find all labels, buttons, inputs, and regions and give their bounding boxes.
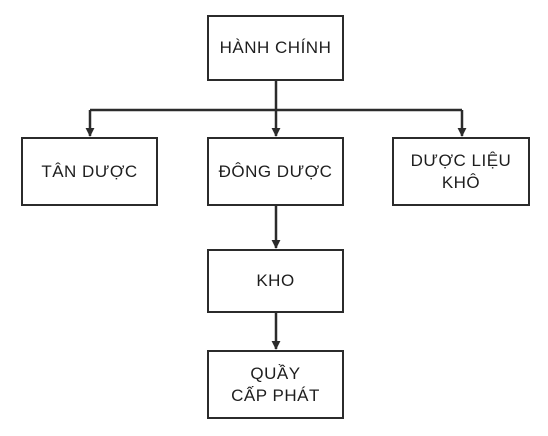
node-duoc-lieu-kho: DƯỢC LIỆU KHÔ bbox=[392, 137, 530, 206]
node-hanh-chinh-line-1: HÀNH CHÍNH bbox=[219, 38, 332, 58]
node-quay-cap-phat-label: QUẦY CẤP PHÁT bbox=[231, 363, 320, 406]
node-dong-duoc: ĐÔNG DƯỢC bbox=[207, 137, 344, 206]
node-duoc-lieu-kho-line-1: DƯỢC LIỆU bbox=[410, 151, 512, 171]
node-kho-label: KHO bbox=[256, 270, 294, 291]
node-tan-duoc: TÂN DƯỢC bbox=[21, 137, 158, 206]
node-tan-duoc-label: TÂN DƯỢC bbox=[41, 161, 137, 182]
node-kho: KHO bbox=[207, 249, 344, 313]
node-hanh-chinh-label: HÀNH CHÍNH bbox=[220, 37, 332, 58]
node-quay-cap-phat: QUẦY CẤP PHÁT bbox=[207, 350, 344, 419]
node-duoc-lieu-kho-label: DƯỢC LIỆU KHÔ bbox=[411, 150, 512, 193]
node-hanh-chinh: HÀNH CHÍNH bbox=[207, 15, 344, 81]
node-quay-cap-phat-line-2: CẤP PHÁT bbox=[231, 385, 320, 405]
node-kho-line-1: KHO bbox=[256, 271, 295, 291]
node-tan-duoc-line-1: TÂN DƯỢC bbox=[41, 161, 138, 181]
node-quay-cap-phat-line-1: QUẦY bbox=[250, 364, 301, 384]
node-dong-duoc-label: ĐÔNG DƯỢC bbox=[219, 161, 333, 182]
node-duoc-lieu-kho-line-2: KHÔ bbox=[441, 172, 481, 192]
node-dong-duoc-line-1: ĐÔNG DƯỢC bbox=[218, 161, 333, 181]
